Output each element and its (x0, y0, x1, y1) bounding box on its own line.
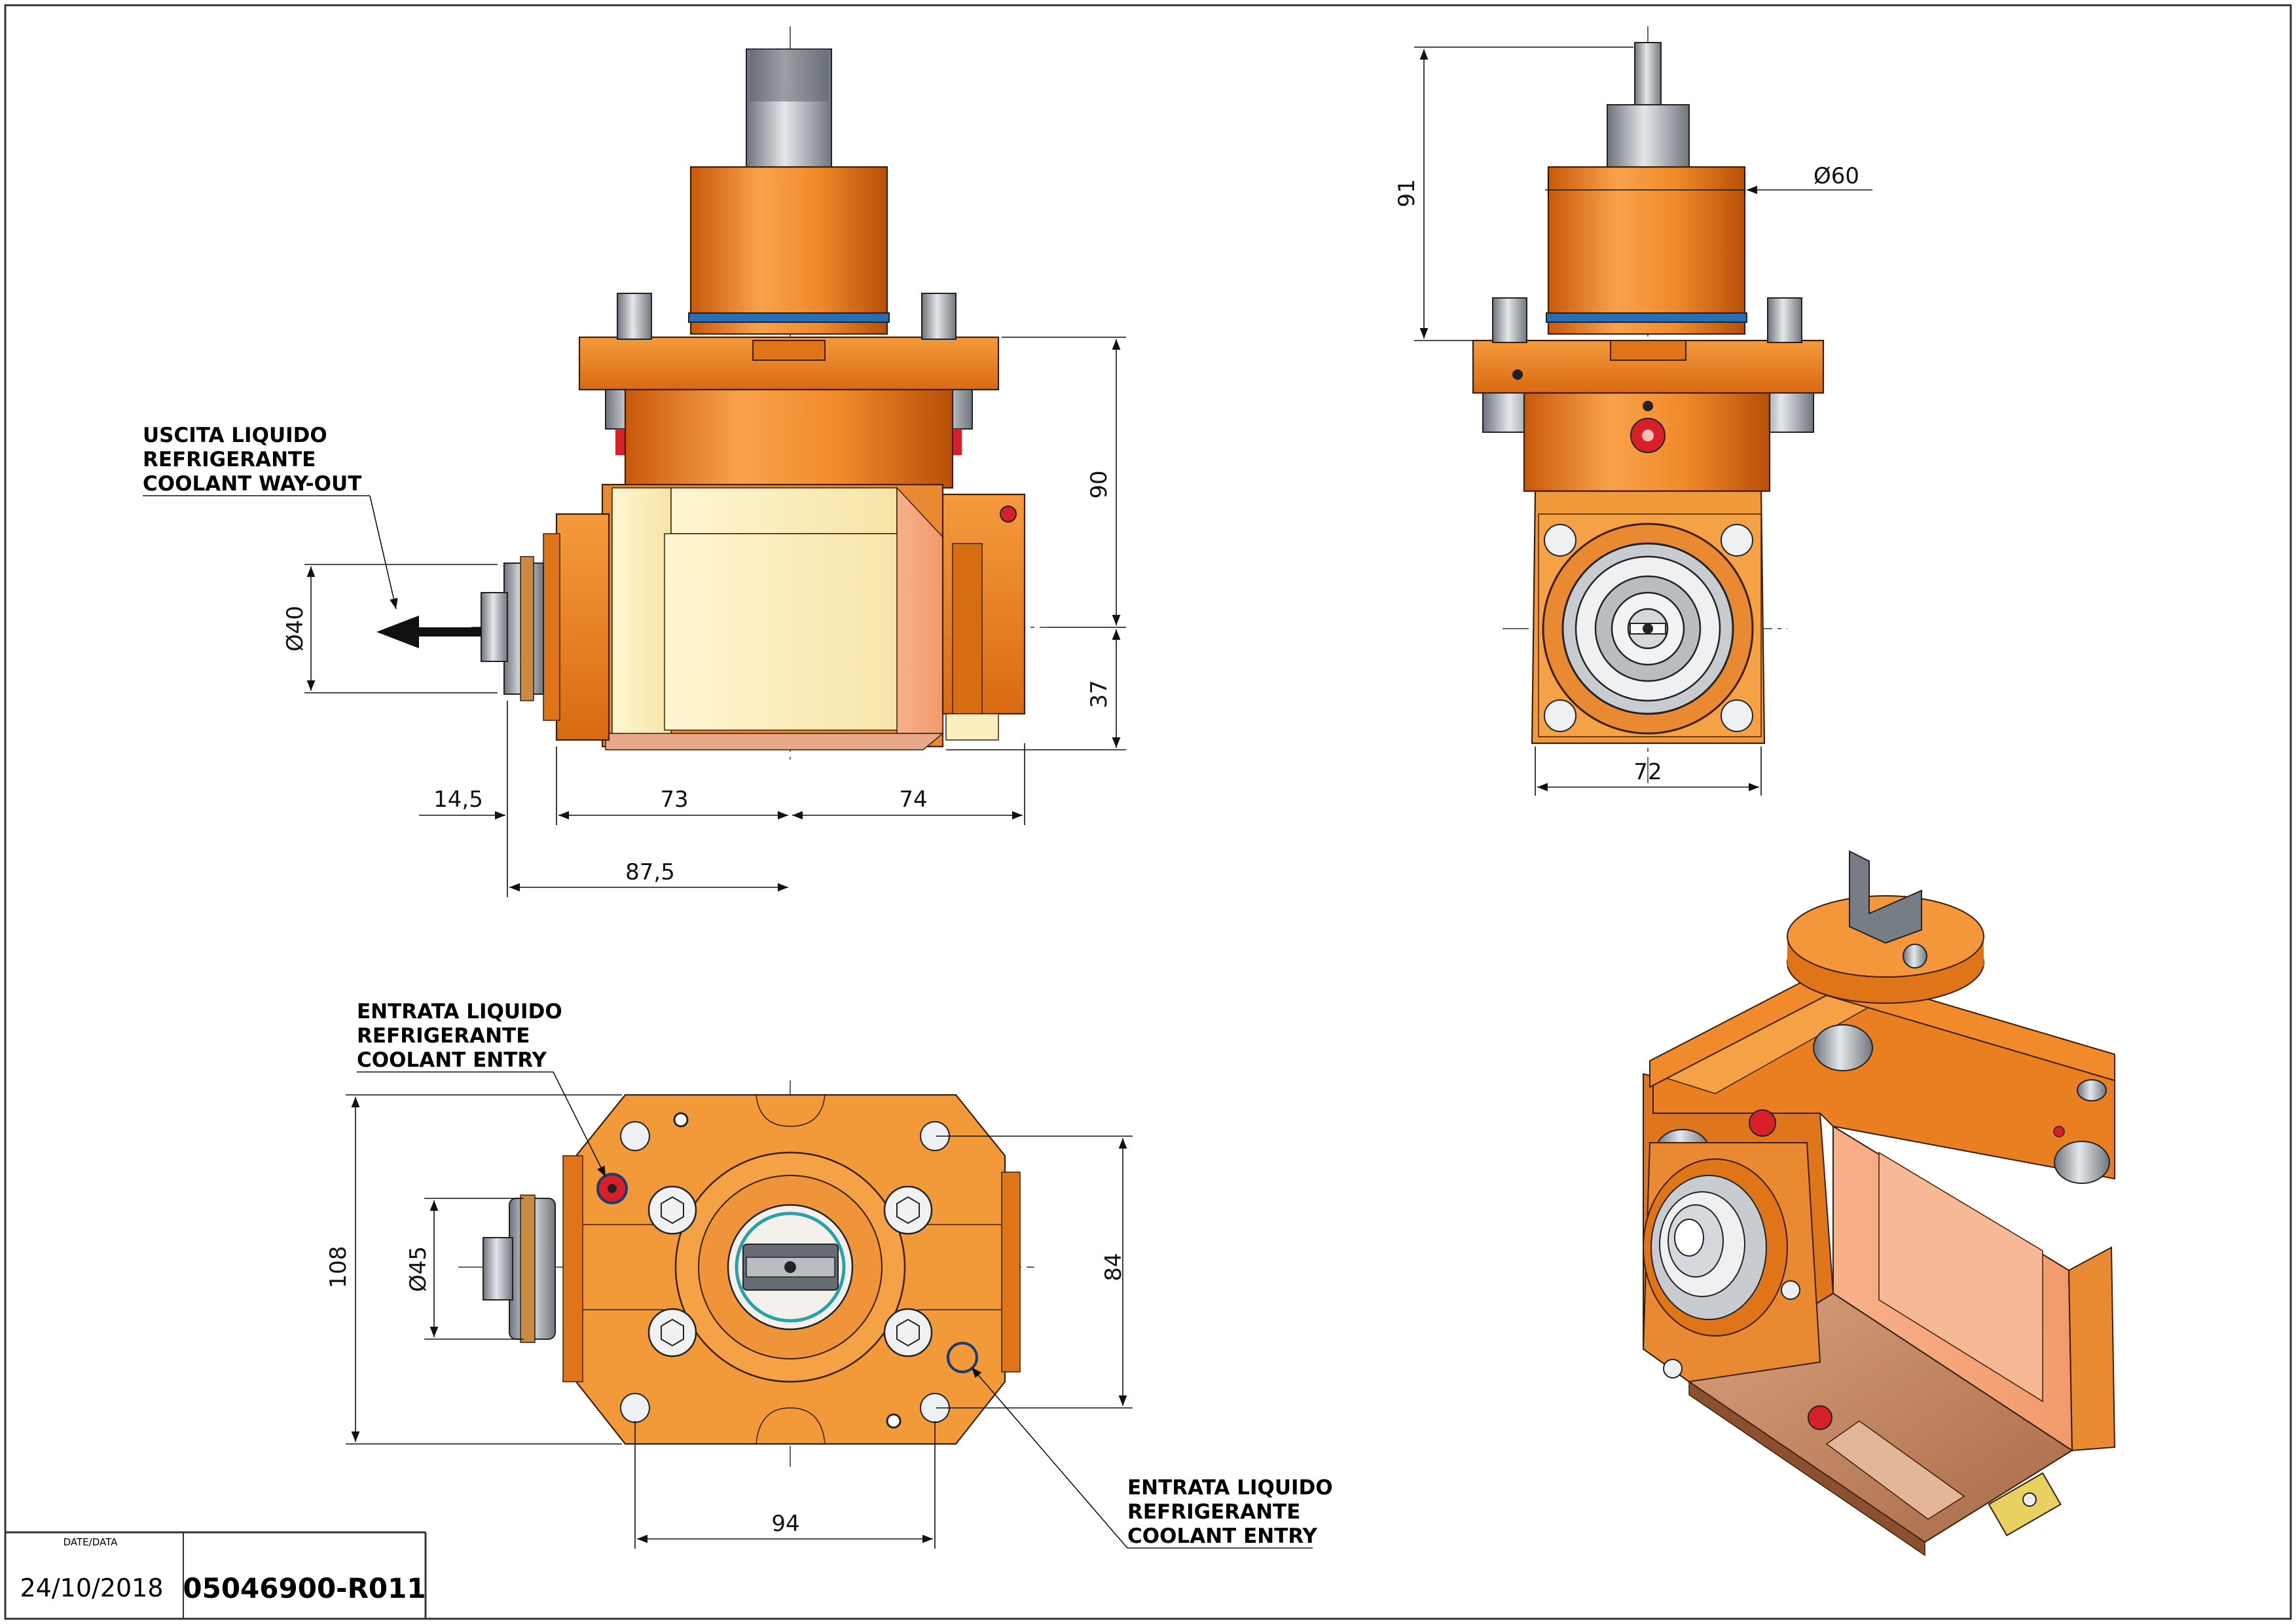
side-view: 90 37 Ø40 14,5 73 74 87,5 USCITA LIQUIDO… (143, 26, 1126, 897)
output-housing (555, 513, 610, 741)
stud-right (921, 293, 957, 340)
dim-108: 108 (325, 1246, 352, 1289)
note-coolant-entry-lower-2: REFRIGERANTE (1127, 1500, 1300, 1524)
front-corner-screws (1544, 524, 1753, 732)
isometric-view (1642, 850, 2116, 1557)
dim-84: 84 (1101, 1253, 1127, 1281)
dim-diameter-60: Ø60 (1813, 163, 1859, 189)
note-coolant-entry-upper-3: COOLANT ENTRY (357, 1048, 547, 1072)
front-cylinder (1547, 166, 1746, 335)
drawing-code: 05046900-R011 (183, 1572, 426, 1604)
note-coolant-entry-upper-1: ENTRATA LIQUIDO (357, 1000, 562, 1024)
dim-diameter-40: Ø40 (282, 606, 308, 652)
note-coolant-entry-lower-3: COOLANT ENTRY (1127, 1524, 1318, 1548)
title-block: DATE/DATA 24/10/2018 05046900-R011 (5, 1531, 427, 1619)
dim-37: 37 (1086, 680, 1112, 708)
note-coolant-way-out-1: USCITA LIQUIDO (143, 424, 327, 447)
dim-diameter-45: Ø45 (405, 1246, 431, 1292)
iso-shaft (1849, 850, 1922, 944)
bottom-outlet-spindle (483, 1237, 513, 1301)
dim-90: 90 (1086, 470, 1112, 498)
output-spindle (481, 592, 508, 662)
stud-left (617, 293, 652, 340)
sheet-border (4, 4, 2292, 1620)
bottom-view: 108 Ø45 84 94 ENTRATA LIQUIDO REFRIGERAN… (325, 1000, 1333, 1549)
coolant-entry-port-2 (947, 1342, 978, 1373)
front-shaft (1607, 104, 1690, 168)
drawing-date: 24/10/2018 (20, 1574, 163, 1602)
front-view: 91 Ø60 72 (1394, 26, 1872, 796)
dim-74: 74 (899, 786, 927, 813)
dim-87-5: 87,5 (625, 859, 675, 885)
note-coolant-way-out-2: REFRIGERANTE (143, 448, 316, 471)
upper-cylinder (689, 166, 888, 335)
dim-72: 72 (1633, 759, 1662, 785)
dim-73: 73 (660, 786, 688, 813)
note-coolant-entry-upper-2: REFRIGERANTE (357, 1024, 530, 1048)
dim-91: 91 (1394, 179, 1420, 207)
cream-face (664, 533, 920, 731)
coolant-outlet-arrow (376, 616, 481, 648)
o-ring (688, 312, 890, 323)
neck (624, 388, 954, 489)
note-coolant-way-out-3: COOLANT WAY-OUT (143, 472, 361, 496)
note-coolant-entry-lower-1: ENTRATA LIQUIDO (1127, 1476, 1333, 1500)
front-shaft-tip (1634, 42, 1662, 109)
bottom-hex-screws (647, 1185, 933, 1357)
dim-14-5: 14,5 (433, 786, 483, 813)
date-label: DATE/DATA (64, 1536, 118, 1548)
dim-94: 94 (771, 1511, 799, 1537)
